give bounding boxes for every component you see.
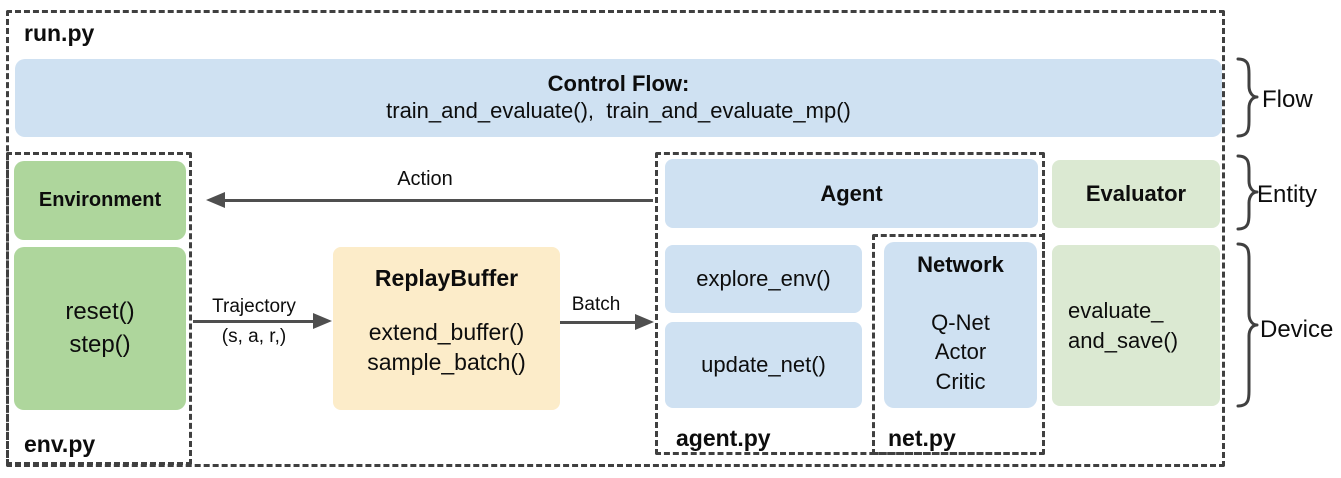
trajectory-tuple-label: (s, a, r,) — [221, 326, 287, 347]
replay-buffer-method-sample: sample_batch() — [367, 349, 526, 376]
control-flow-title: Control Flow: — [547, 71, 690, 97]
control-flow-functions: train_and_evaluate(), train_and_evaluate… — [386, 98, 851, 124]
device-side-label: Device — [1260, 316, 1334, 343]
evaluator-method-line2: and_save() — [1068, 327, 1179, 353]
agent-method-explore-box: explore_env() — [665, 245, 862, 313]
net-py-container — [872, 234, 1045, 455]
action-arrow-shaft — [223, 199, 653, 202]
evaluator-method-box: evaluate_ and_save() — [1052, 245, 1220, 406]
action-arrow-label: Action — [397, 168, 453, 190]
batch-arrow-shaft — [560, 321, 636, 324]
agent-py-file-label: agent.py — [676, 425, 771, 451]
network-box: Network Q-Net Actor Critic — [884, 242, 1037, 408]
replay-buffer-box: ReplayBuffer extend_buffer() sample_batc… — [333, 247, 560, 410]
env-py-file-label: env.py — [24, 431, 96, 457]
env-method-reset: reset() — [65, 298, 135, 326]
evaluator-entity-box: Evaluator — [1052, 160, 1220, 228]
batch-arrow-label: Batch — [571, 294, 621, 315]
control-flow-bar: Control Flow: train_and_evaluate(), trai… — [15, 59, 1222, 137]
device-brace-icon — [1236, 242, 1259, 408]
evaluator-method-line1: evaluate_ — [1068, 297, 1164, 323]
environment-entity-box: Environment — [14, 161, 186, 240]
network-item-actor: Actor — [934, 339, 987, 365]
replay-buffer-method-extend: extend_buffer() — [368, 319, 525, 345]
entity-side-label: Entity — [1257, 181, 1318, 208]
net-py-file-label: net.py — [888, 425, 956, 451]
flow-brace-icon — [1236, 57, 1259, 138]
agent-entity-box: Agent — [665, 159, 1038, 228]
flow-side-label: Flow — [1262, 86, 1313, 113]
replay-buffer-title: ReplayBuffer — [374, 265, 519, 291]
network-item-critic: Critic — [935, 368, 986, 394]
network-item-qnet: Q-Net — [931, 310, 990, 335]
env-py-container — [6, 152, 192, 465]
env-method-step: step() — [69, 330, 131, 358]
network-title: Network — [917, 252, 1004, 277]
action-arrowhead-icon — [206, 192, 225, 208]
environment-methods-box: reset() step() — [14, 247, 186, 410]
run-py-file-label: run.py — [24, 20, 95, 46]
agent-method-update-box: update_net() — [665, 322, 862, 408]
trajectory-arrow-shaft — [193, 320, 315, 323]
trajectory-arrow-label: Trajectory — [212, 296, 296, 317]
entity-brace-icon — [1236, 154, 1259, 231]
batch-arrowhead-icon — [635, 314, 654, 330]
trajectory-arrowhead-icon — [313, 313, 332, 329]
